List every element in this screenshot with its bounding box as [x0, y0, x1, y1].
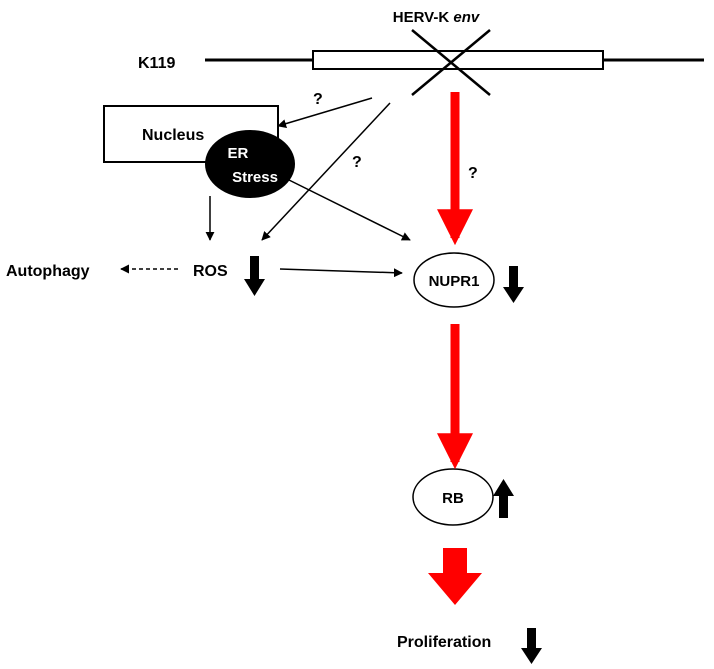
- er-stress-ellipse: [205, 130, 295, 198]
- rb-up-arrow-icon: [493, 479, 514, 518]
- proliferation-label: Proliferation: [397, 634, 491, 651]
- proliferation-down-arrow-icon: [521, 628, 542, 664]
- nupr1-ellipse: [413, 252, 495, 308]
- arrow-env-to-nucleus: [277, 97, 373, 129]
- question-mark-ros: ?: [352, 154, 362, 171]
- deletion-cross-line-2: [411, 29, 491, 96]
- ros-down-arrow-icon: [244, 256, 265, 296]
- er-stress-label-line1: ER: [227, 145, 248, 162]
- locus-label: K119: [138, 55, 175, 72]
- er-stress-label-line2: Stress: [232, 169, 278, 186]
- er-stress-label: ER Stress: [227, 145, 277, 186]
- rb-label: RB: [442, 490, 464, 507]
- autophagy-label: Autophagy: [6, 263, 90, 280]
- gene-name-prefix: HERV-K: [393, 9, 454, 26]
- question-mark-nupr1: ?: [468, 165, 478, 182]
- red-big-arrow-rb-to-proliferation: [428, 548, 482, 605]
- arrow-env-to-ros: [261, 102, 391, 241]
- nupr1-down-arrow-icon: [503, 266, 524, 303]
- gene-name-italic: env: [453, 9, 481, 26]
- gene-title: HERV-K env: [393, 9, 481, 26]
- arrow-ros-to-nupr1: [279, 268, 403, 278]
- arrow-er-to-nupr1: [288, 179, 411, 241]
- ros-label: ROS: [193, 263, 228, 280]
- nucleus-label: Nucleus: [142, 127, 204, 144]
- nupr1-label: NUPR1: [429, 273, 480, 290]
- question-mark-nucleus: ?: [313, 91, 323, 108]
- gene-box: [312, 50, 604, 70]
